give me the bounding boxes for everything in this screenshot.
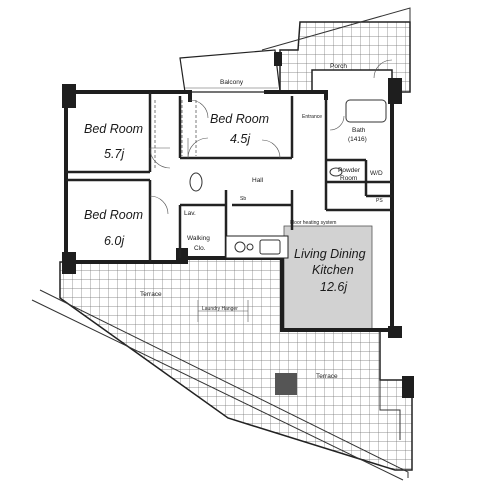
porch-roof-edge xyxy=(261,7,411,51)
powder-room-label-1: Powder xyxy=(338,167,361,174)
ldk-size: 12.6j xyxy=(320,280,348,294)
door-swing xyxy=(149,195,169,215)
pillar xyxy=(62,84,76,108)
ldk-name-line2: Kitchen xyxy=(312,263,354,277)
entrance-label: Entrance xyxy=(302,114,322,120)
lav-label: Lav. xyxy=(184,210,196,217)
sb-label: Sb xyxy=(240,196,246,202)
terrace-left-label: Terrace xyxy=(140,291,162,298)
walking-closet-label-1: Walking xyxy=(187,235,210,242)
door-swing xyxy=(329,115,345,131)
terrace-divider xyxy=(379,380,401,440)
stove-burner xyxy=(234,241,246,253)
terrace-drain xyxy=(275,373,297,395)
interior-walls xyxy=(66,92,392,262)
door-swing xyxy=(149,147,171,169)
door-swing xyxy=(261,139,281,159)
door-swing xyxy=(373,59,393,79)
floor-heating-label: Floor heating system xyxy=(290,220,336,226)
bedroom-b-size: 4.5j xyxy=(230,132,251,146)
porch-label: Porch xyxy=(330,63,347,70)
floor-heating-zone xyxy=(283,225,373,331)
bathtub xyxy=(345,99,387,123)
bath-size-label: (1416) xyxy=(348,136,367,143)
ps-label: PS xyxy=(376,198,383,204)
laundry-hanger-label: Laundry Hanger xyxy=(202,306,238,312)
bath-label: Bath xyxy=(352,127,366,134)
laundry-hanger xyxy=(197,300,249,322)
terrace-railing-outer xyxy=(31,299,404,481)
kitchen-counter xyxy=(225,235,289,259)
powder-room-label-2: Room xyxy=(340,175,357,182)
balcony-label: Balcony xyxy=(220,79,244,86)
hall-label: Hall xyxy=(252,177,264,184)
pillar xyxy=(274,52,282,66)
ldk-name-line1: Living Dining xyxy=(294,247,366,261)
walking-closet-label-2: Clo. xyxy=(194,245,206,252)
door-swing xyxy=(187,137,209,159)
pillar xyxy=(62,252,76,274)
stove-burner xyxy=(246,243,254,251)
sink xyxy=(329,167,343,177)
bedroom-c-size: 6.0j xyxy=(104,234,125,248)
pillar xyxy=(402,376,414,398)
bedroom-a-size: 5.7j xyxy=(104,147,125,161)
closet-dashes xyxy=(154,100,197,168)
wd-label: W/D xyxy=(370,170,383,177)
terrace-right-label: Terrace xyxy=(316,373,338,380)
terrace-railing xyxy=(39,289,409,478)
toilet xyxy=(189,172,203,192)
bedroom-c-name: Bed Room xyxy=(84,208,143,222)
pillar xyxy=(388,326,402,338)
pillar xyxy=(176,248,188,264)
kitchen-sink xyxy=(259,239,281,255)
door-swing xyxy=(189,99,209,119)
pillar xyxy=(388,78,402,104)
bedroom-b-name: Bed Room xyxy=(210,112,269,126)
bedroom-a-name: Bed Room xyxy=(84,122,143,136)
